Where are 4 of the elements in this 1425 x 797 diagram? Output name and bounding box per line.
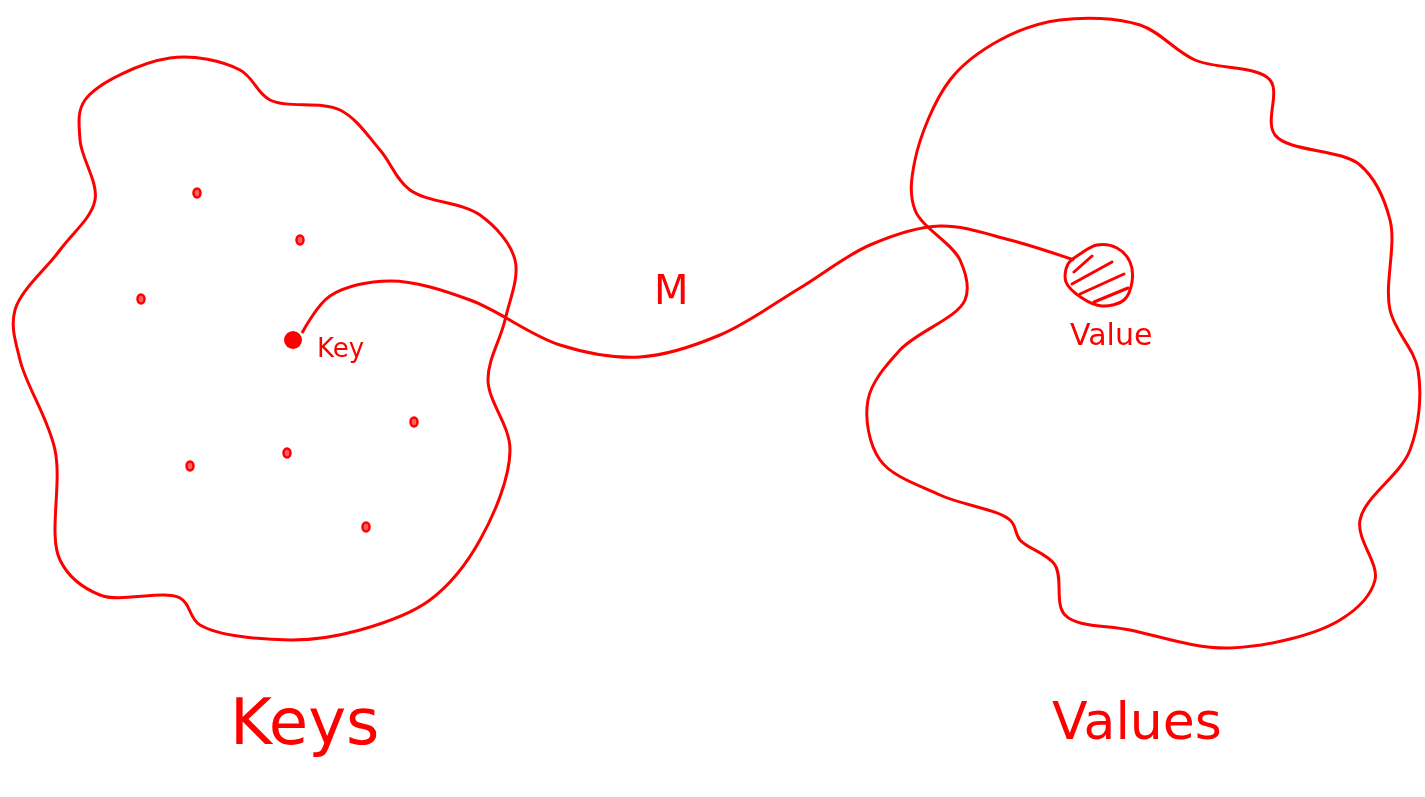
connector-curve: [300, 224, 1075, 359]
point-label: Value: [1070, 320, 1153, 350]
set-label: Values: [1052, 695, 1222, 747]
point-label: Key: [317, 335, 365, 361]
